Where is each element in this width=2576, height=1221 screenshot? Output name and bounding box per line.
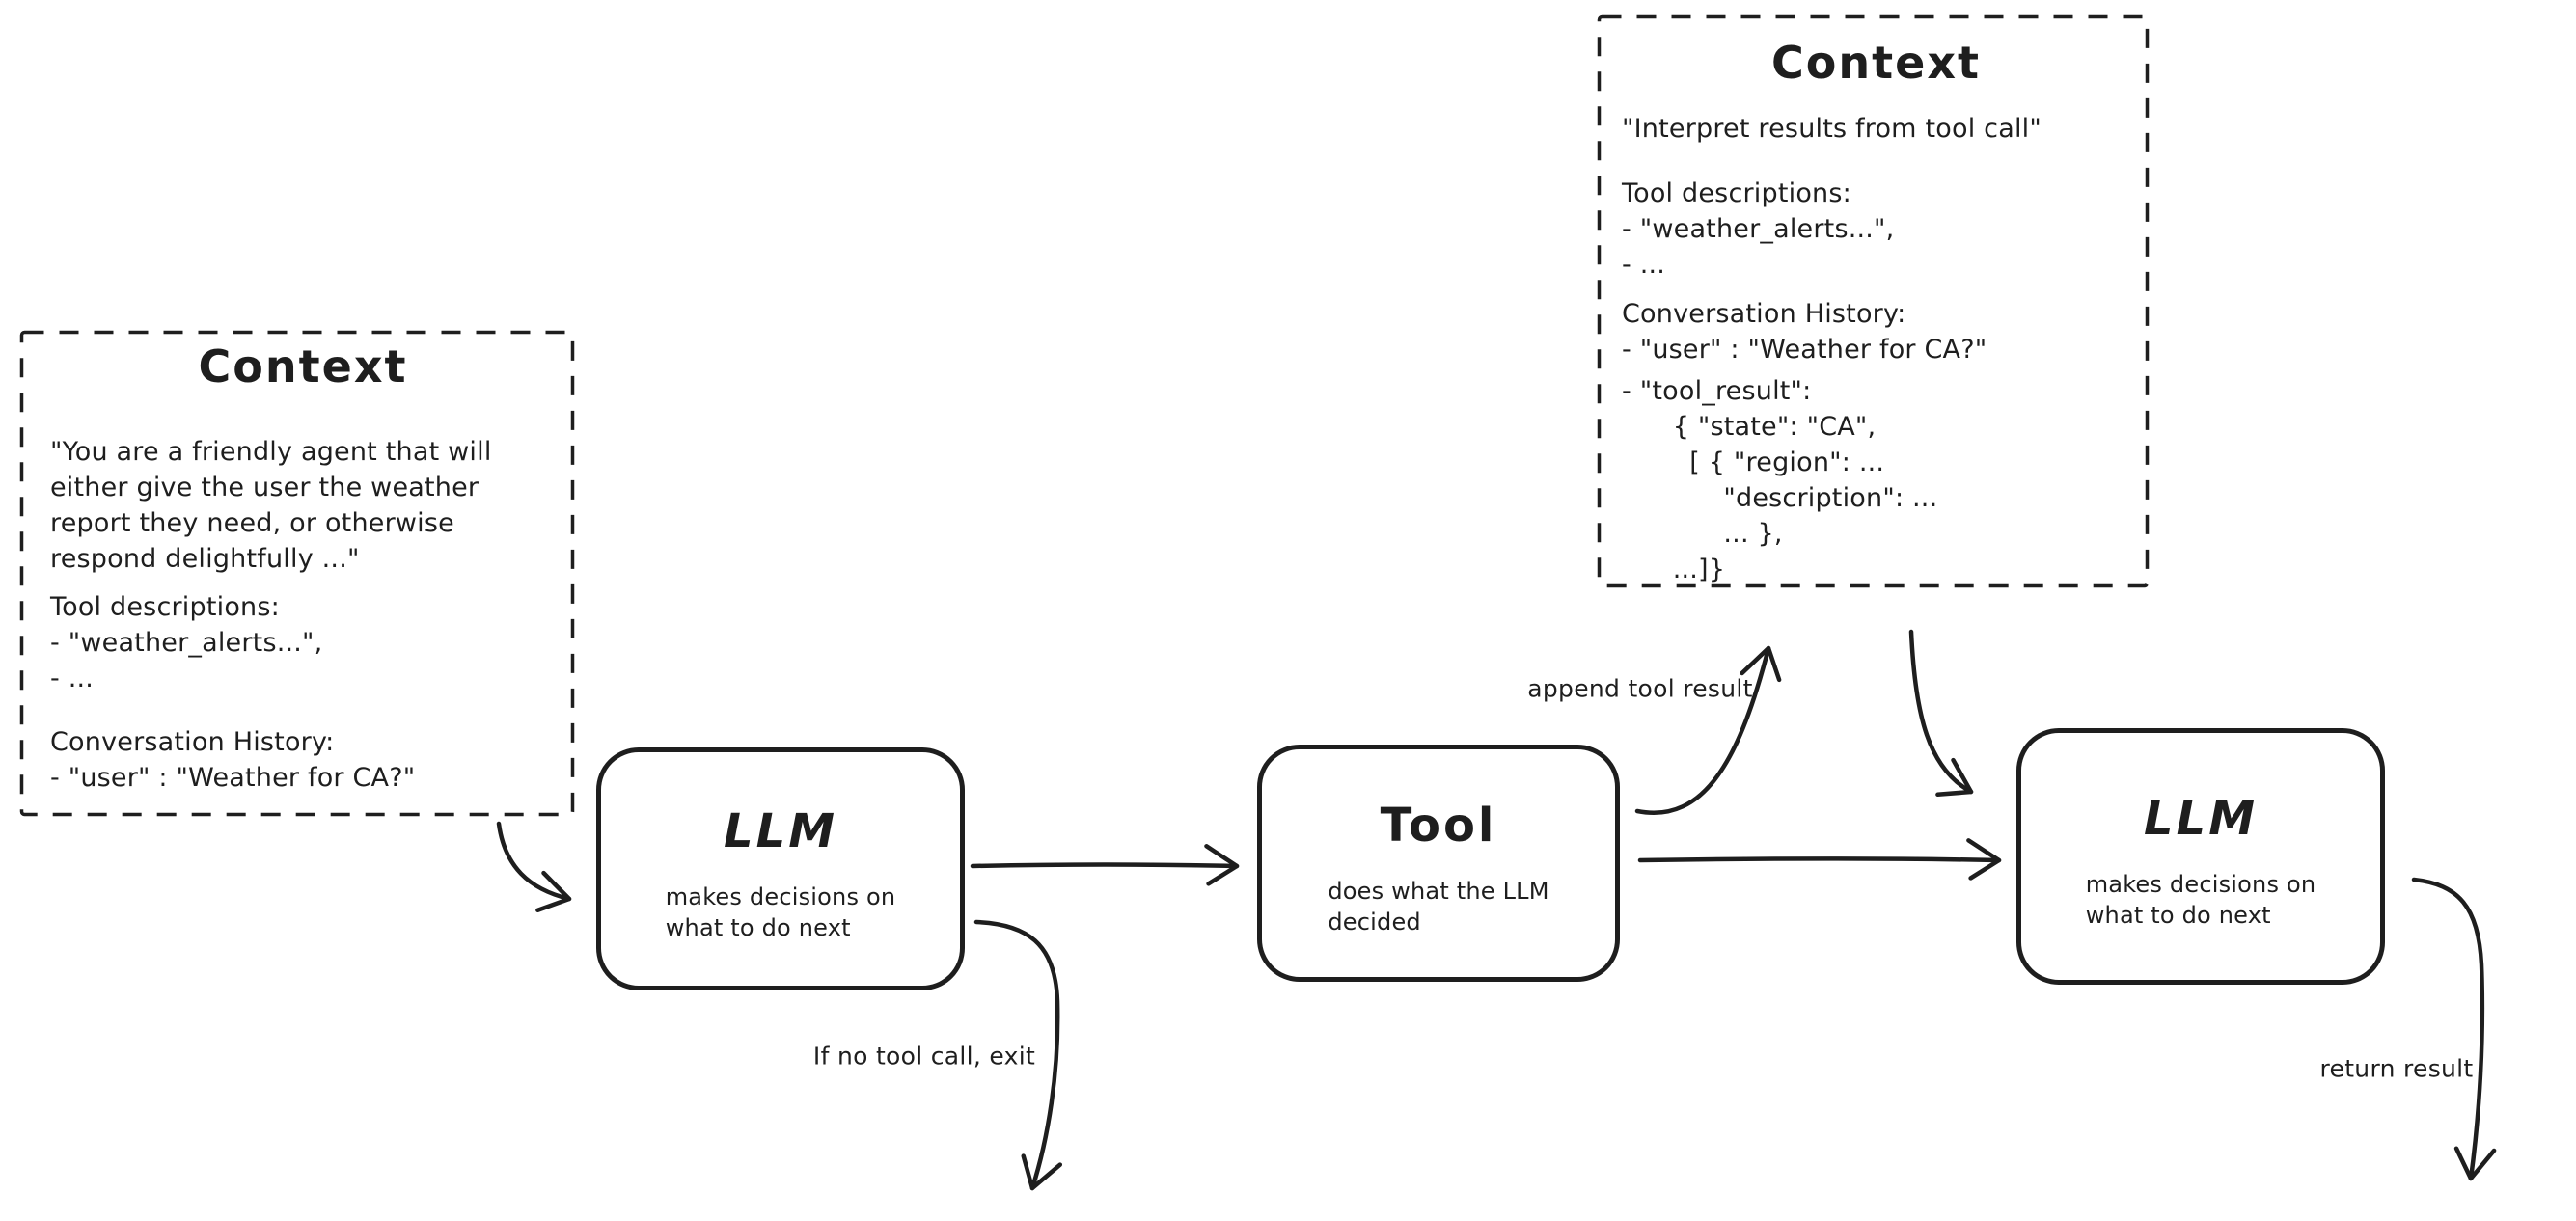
node-title: LLM: [2144, 792, 2258, 846]
arrow-tool-to-context2: [1634, 645, 1782, 815]
context-title: Context: [1771, 37, 1981, 89]
tool-result-text: - "tool_result": { "state": "CA", [ { "r…: [1622, 376, 1938, 584]
conversation-history-text: Conversation History: - "user" : "Weathe…: [50, 727, 416, 793]
conversation-history-text: Conversation History: - "user" : "Weathe…: [1622, 299, 1987, 365]
context-box-initial: Context "You are a friendly agent that w…: [19, 330, 575, 817]
arrow-llm1-to-tool: [970, 844, 1240, 886]
instruction-text: "Interpret results from tool call": [1622, 114, 2042, 144]
arrow-tool-to-llm2: [1637, 838, 2002, 881]
context-box-after-tool: Context "Interpret results from tool cal…: [1597, 14, 2150, 588]
node-subtitle: does what the LLM decided: [1328, 878, 1549, 936]
arrow-llm2-return: [2411, 877, 2497, 1181]
node-llm-1: LLM makes decisions on what to do next: [596, 747, 965, 990]
label-if-no-tool-call-exit: If no tool call, exit: [812, 1042, 1036, 1071]
node-llm-2: LLM makes decisions on what to do next: [2016, 728, 2385, 985]
label-append-tool-result: append tool result: [1527, 674, 1753, 703]
node-tool: Tool does what the LLM decided: [1257, 745, 1620, 982]
tool-descriptions-text: Tool descriptions: - "weather_alerts..."…: [50, 592, 323, 693]
node-title: Tool: [1380, 799, 1497, 853]
context-title: Context: [198, 340, 408, 393]
tool-descriptions-text: Tool descriptions: - "weather_alerts..."…: [1622, 178, 1895, 280]
node-subtitle: makes decisions on what to do next: [665, 883, 896, 941]
system-prompt-text: "You are a friendly agent that will eith…: [50, 437, 492, 574]
arrow-context2-to-llm2: [1908, 629, 1974, 798]
node-title: LLM: [724, 804, 837, 858]
dashed-border: [19, 330, 575, 817]
node-subtitle: makes decisions on what to do next: [2085, 871, 2316, 929]
label-return-result: return result: [2319, 1054, 2474, 1083]
arrow-context1-to-llm1: [496, 821, 572, 913]
